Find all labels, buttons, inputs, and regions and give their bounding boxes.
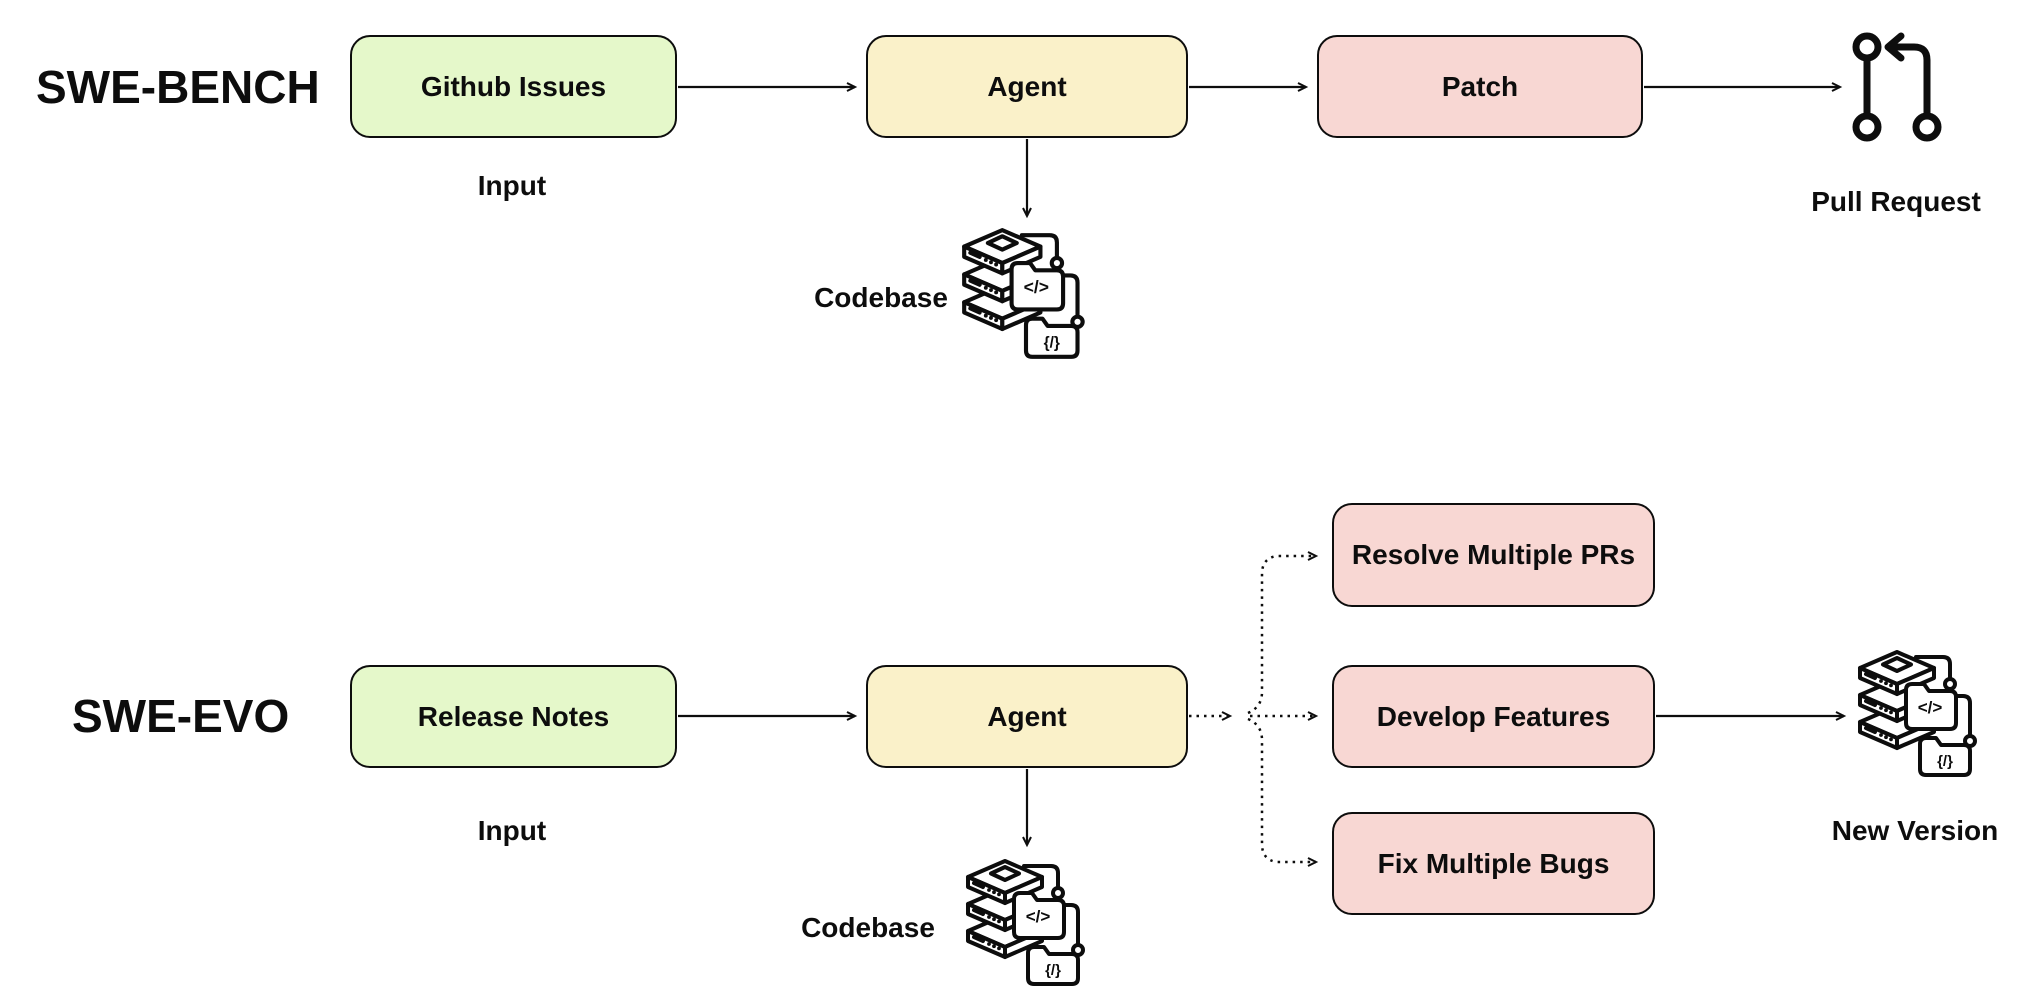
pull-request-caption: Pull Request [1811, 186, 1981, 217]
code-glyph: {/} [1044, 335, 1060, 352]
node-agent-top-label: Agent [987, 70, 1067, 102]
node-patch: Patch [1317, 35, 1643, 138]
node-resolve-multiple-prs: Resolve Multiple PRs [1332, 503, 1655, 607]
node-github-issues-label: Github Issues [420, 70, 607, 102]
code-glyph: {/} [1045, 962, 1061, 979]
dotted-junction-to-resolve [1247, 551, 1319, 715]
swe-bench-title: SWE-BENCH [36, 61, 320, 113]
new-version-caption: New Version [1831, 815, 1999, 846]
input-caption-top: Input [477, 170, 547, 201]
codebase-icon-top: </> {/} [958, 227, 1094, 368]
node-agent-top: Agent [866, 35, 1188, 138]
node-github-issues: Github Issues [350, 35, 677, 138]
node-patch-label: Patch [1441, 70, 1519, 102]
node-agent-bottom-label: Agent [987, 700, 1067, 732]
input-caption-bottom: Input [477, 815, 547, 846]
code-glyph: </> [1024, 277, 1049, 297]
node-release-notes-label: Release Notes [417, 700, 610, 732]
node-resolve-multiple-prs-label: Resolve Multiple PRs [1351, 539, 1636, 570]
swe-evo-title: SWE-EVO [72, 690, 290, 742]
codebase-icon-bottom: </> {/} [961, 858, 1095, 995]
dotted-junction-to-fix [1247, 717, 1319, 867]
code-glyph: </> [1918, 698, 1943, 717]
node-develop-features: Develop Features [1332, 665, 1655, 768]
node-fix-multiple-bugs-label: Fix Multiple Bugs [1377, 847, 1610, 879]
codebase-caption-top: Codebase [814, 282, 948, 313]
codebase-caption-bottom: Codebase [801, 912, 935, 943]
code-glyph: {/} [1937, 753, 1953, 770]
code-glyph: </> [1026, 907, 1051, 926]
new-version-icon: </> {/} [1853, 649, 1987, 786]
node-develop-features-label: Develop Features [1376, 700, 1611, 732]
node-agent-bottom: Agent [866, 665, 1188, 768]
node-release-notes: Release Notes [350, 665, 677, 768]
pull-request-icon [1851, 31, 1943, 148]
node-fix-multiple-bugs: Fix Multiple Bugs [1332, 812, 1655, 915]
